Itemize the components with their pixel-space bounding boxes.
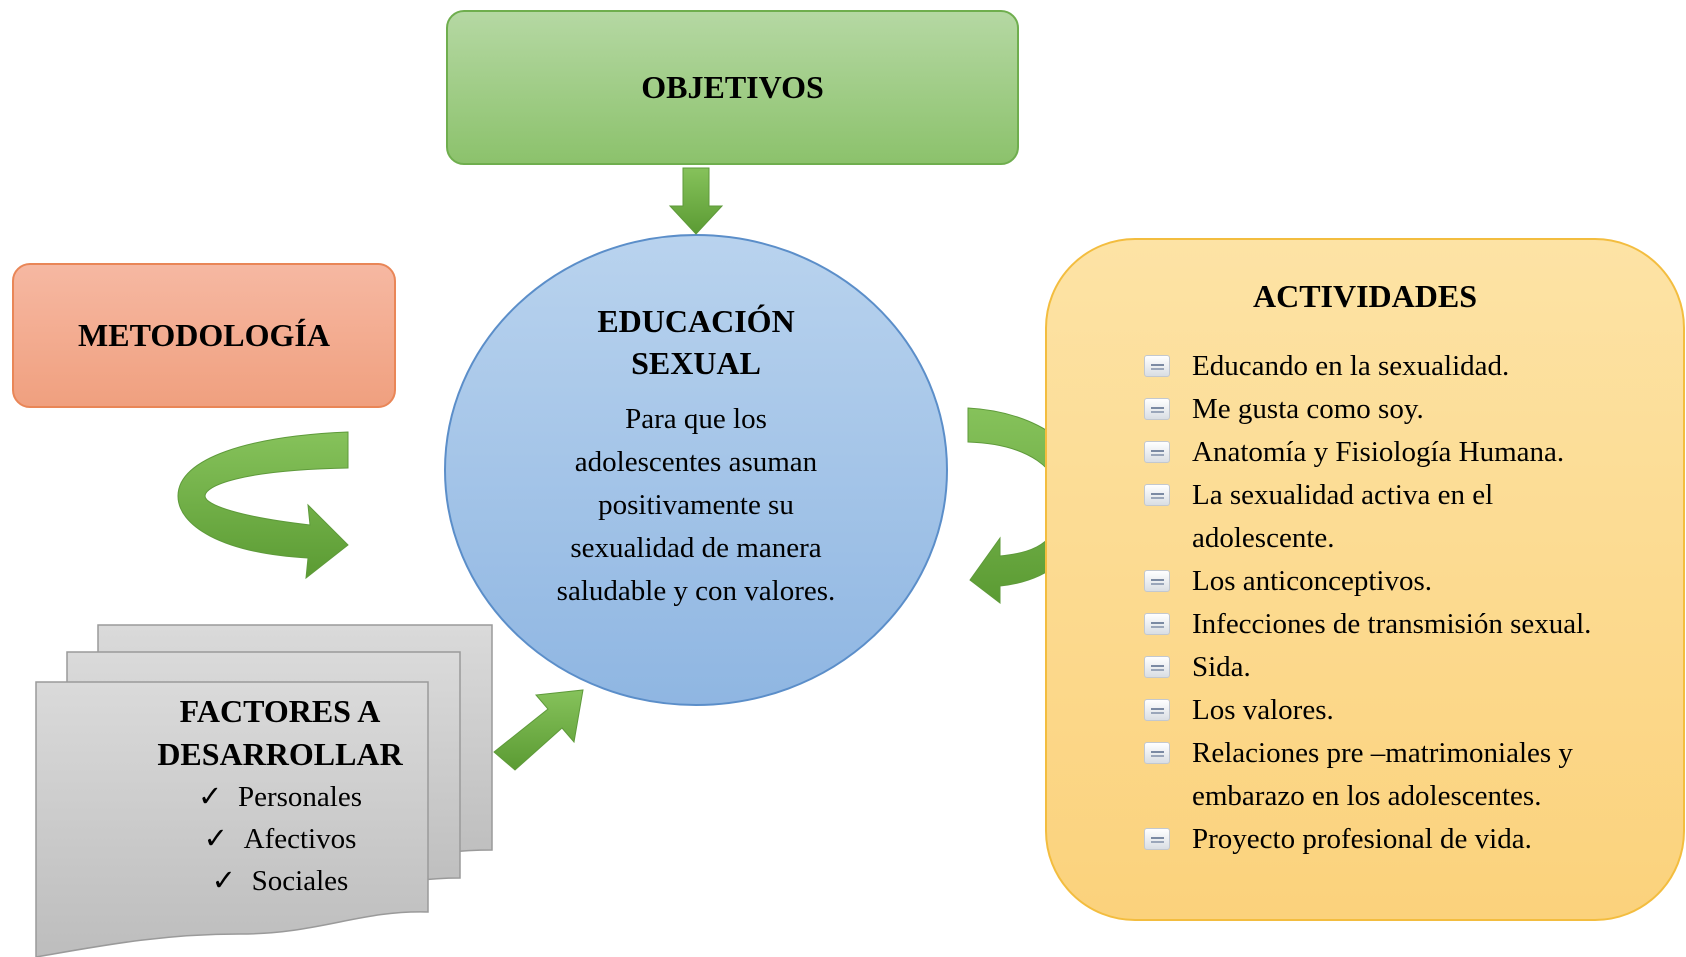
- actividades-title: ACTIVIDADES: [1252, 278, 1478, 314]
- factor-item: ✓ Sociales: [120, 860, 440, 902]
- center-body-line: positivamente su: [598, 489, 794, 521]
- checkmark-icon: ✓: [197, 781, 223, 813]
- bullet-icon: [1144, 484, 1170, 506]
- center-circle: [444, 234, 948, 706]
- bullet-icon: [1144, 656, 1170, 678]
- factor-item-label: Afectivos: [243, 823, 357, 855]
- objetivos-label: OBJETIVOS: [641, 69, 824, 105]
- activity-item: Los valores.: [1140, 689, 1670, 732]
- center-circle-text: EDUCACIÓN SEXUAL Para que los adolescent…: [520, 300, 872, 613]
- activity-item-text: Infecciones de transmisión sexual.: [1192, 608, 1592, 640]
- activity-item: Proyecto profesional de vida.: [1140, 818, 1670, 861]
- activity-item: Infecciones de transmisión sexual.: [1140, 603, 1670, 646]
- arrow-down-icon: [668, 167, 724, 235]
- activity-item: Me gusta como soy.: [1140, 388, 1670, 431]
- activity-item-text: Proyecto profesional de vida.: [1192, 823, 1532, 855]
- activity-item-text: Anatomía y Fisiología Humana.: [1192, 436, 1565, 468]
- checkmark-icon: ✓: [203, 823, 228, 855]
- activity-item-text: Me gusta como soy.: [1192, 393, 1424, 425]
- factores-title: FACTORES A DESARROLLAR: [120, 690, 440, 776]
- activity-item: Relaciones pre –matrimoniales y embarazo …: [1140, 732, 1670, 818]
- activity-item-text: Sida.: [1192, 651, 1251, 683]
- activity-item-text: adolescente.: [1192, 522, 1335, 554]
- activity-item: Educando en la sexualidad.: [1140, 345, 1670, 388]
- activity-item: Los anticonceptivos.: [1140, 560, 1670, 603]
- factor-item-label: Sociales: [251, 865, 349, 897]
- activity-list: Educando en la sexualidad. Me gusta como …: [1140, 345, 1670, 861]
- bullet-icon: [1144, 613, 1170, 635]
- center-body-line: saludable y con valores.: [556, 575, 836, 607]
- factor-item: ✓ Personales: [120, 776, 440, 818]
- metodologia-label: METODOLOGÍA: [78, 317, 330, 353]
- bullet-icon: [1144, 570, 1170, 592]
- center-title-line1: EDUCACIÓN: [597, 303, 795, 339]
- bullet-icon: [1144, 355, 1170, 377]
- bullet-icon: [1144, 742, 1170, 764]
- center-body-line: adolescentes asuman: [574, 446, 818, 478]
- factor-item: ✓ Afectivos: [120, 818, 440, 860]
- curved-arrow-left-icon: [177, 431, 349, 580]
- activity-item-text: Los anticonceptivos.: [1192, 565, 1433, 597]
- document-stack-front: [35, 681, 429, 957]
- activity-item: Sida.: [1140, 646, 1670, 689]
- activity-item-text: Educando en la sexualidad.: [1192, 350, 1510, 382]
- factor-item-label: Personales: [237, 781, 363, 813]
- bullet-icon: [1144, 828, 1170, 850]
- activity-item: La sexualidad activa en el adolescente.: [1140, 474, 1670, 560]
- factores-title-line1: FACTORES A: [179, 693, 381, 729]
- activity-item-text: La sexualidad activa en el: [1192, 479, 1494, 511]
- center-body-line: sexualidad de manera: [570, 532, 822, 564]
- bullet-icon: [1144, 699, 1170, 721]
- checkmark-icon: ✓: [211, 865, 236, 897]
- arrow-diagonal-icon: [493, 689, 584, 771]
- activity-item-text: Relaciones pre –matrimoniales y: [1192, 737, 1573, 769]
- objetivos-box: OBJETIVOS: [446, 10, 1019, 165]
- activity-item-text: embarazo en los adolescentes.: [1192, 780, 1542, 812]
- activity-item: Anatomía y Fisiología Humana.: [1140, 431, 1670, 474]
- bullet-icon: [1144, 441, 1170, 463]
- center-title-line2: SEXUAL: [631, 345, 761, 381]
- center-body-line: Para que los: [625, 403, 767, 435]
- factores-list: ✓Personales✓Afectivos✓Sociales: [120, 776, 440, 902]
- factores-block: FACTORES A DESARROLLAR ✓Personales✓Afect…: [120, 690, 440, 902]
- center-body: Para que los adolescentes asuman positiv…: [520, 398, 872, 613]
- metodologia-box: METODOLOGÍA: [12, 263, 396, 408]
- factores-title-line2: DESARROLLAR: [157, 736, 403, 772]
- activity-item-text: Los valores.: [1192, 694, 1334, 726]
- bullet-icon: [1144, 398, 1170, 420]
